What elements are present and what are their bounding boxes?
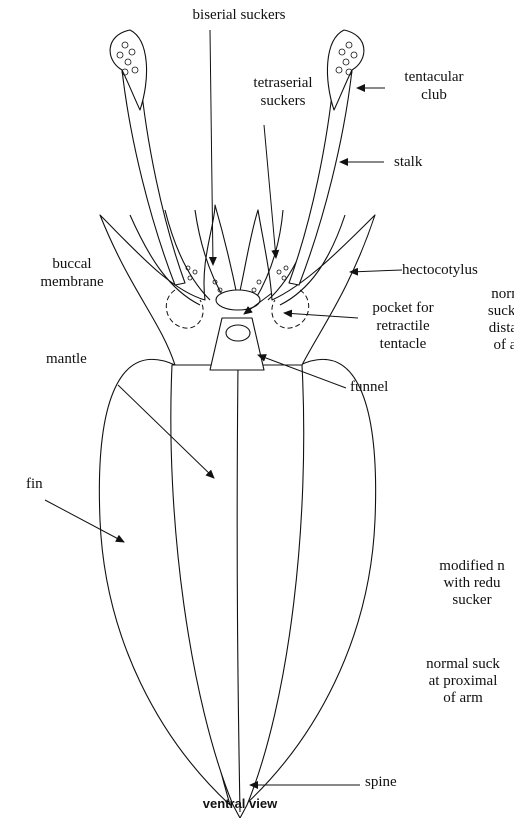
- cut-label-normal-distal: norn sucke distal of a: [480, 286, 514, 354]
- cut-label-normal-proximal: normal suck at proximal of arm: [412, 656, 514, 707]
- label-stalk: stalk: [394, 153, 422, 171]
- label-club-line2: club: [384, 86, 484, 104]
- cut-distal-line3: distal: [480, 320, 514, 337]
- label-tentacular-club: tentacular club: [384, 68, 484, 104]
- label-hectocotylus: hectocotylus: [402, 261, 478, 279]
- arrow-hectocotylus: [350, 270, 402, 272]
- cut-modified-line2: with redu: [427, 575, 514, 592]
- label-pocket: pocket for retractile tentacle: [348, 299, 458, 353]
- label-biserial-suckers: biserial suckers: [154, 6, 324, 24]
- label-pocket-line3: tentacle: [348, 335, 458, 353]
- cut-modified-line1: modified n: [427, 558, 514, 575]
- arrow-tetraserial: [264, 125, 276, 258]
- cut-distal-line1: norn: [480, 286, 514, 303]
- label-club-line1: tentacular: [384, 68, 484, 86]
- cut-proximal-line2: at proximal: [412, 673, 514, 690]
- cut-proximal-line3: of arm: [412, 690, 514, 707]
- cut-proximal-line1: normal suck: [412, 656, 514, 673]
- label-funnel: funnel: [350, 378, 388, 396]
- label-tetraserial-line2: suckers: [228, 92, 338, 110]
- label-fin: fin: [26, 475, 43, 493]
- cut-distal-line2: sucke: [480, 303, 514, 320]
- label-buccal-line2: membrane: [2, 273, 142, 291]
- label-mantle: mantle: [46, 350, 87, 368]
- cut-label-modified: modified n with redu sucker: [427, 558, 514, 609]
- funnel-opening: [226, 325, 250, 341]
- label-spine: spine: [365, 773, 397, 791]
- label-tetraserial-suckers: tetraserial suckers: [228, 74, 338, 110]
- label-pocket-line2: retractile: [348, 317, 458, 335]
- label-ventral-view: ventral view: [150, 795, 330, 813]
- label-tetraserial-line1: tetraserial: [228, 74, 338, 92]
- label-buccal-membrane: buccal membrane: [2, 255, 142, 291]
- label-pocket-line1: pocket for: [348, 299, 458, 317]
- cut-modified-line3: sucker: [427, 592, 514, 609]
- label-buccal-line1: buccal: [2, 255, 142, 273]
- cut-distal-line4: of a: [480, 337, 514, 354]
